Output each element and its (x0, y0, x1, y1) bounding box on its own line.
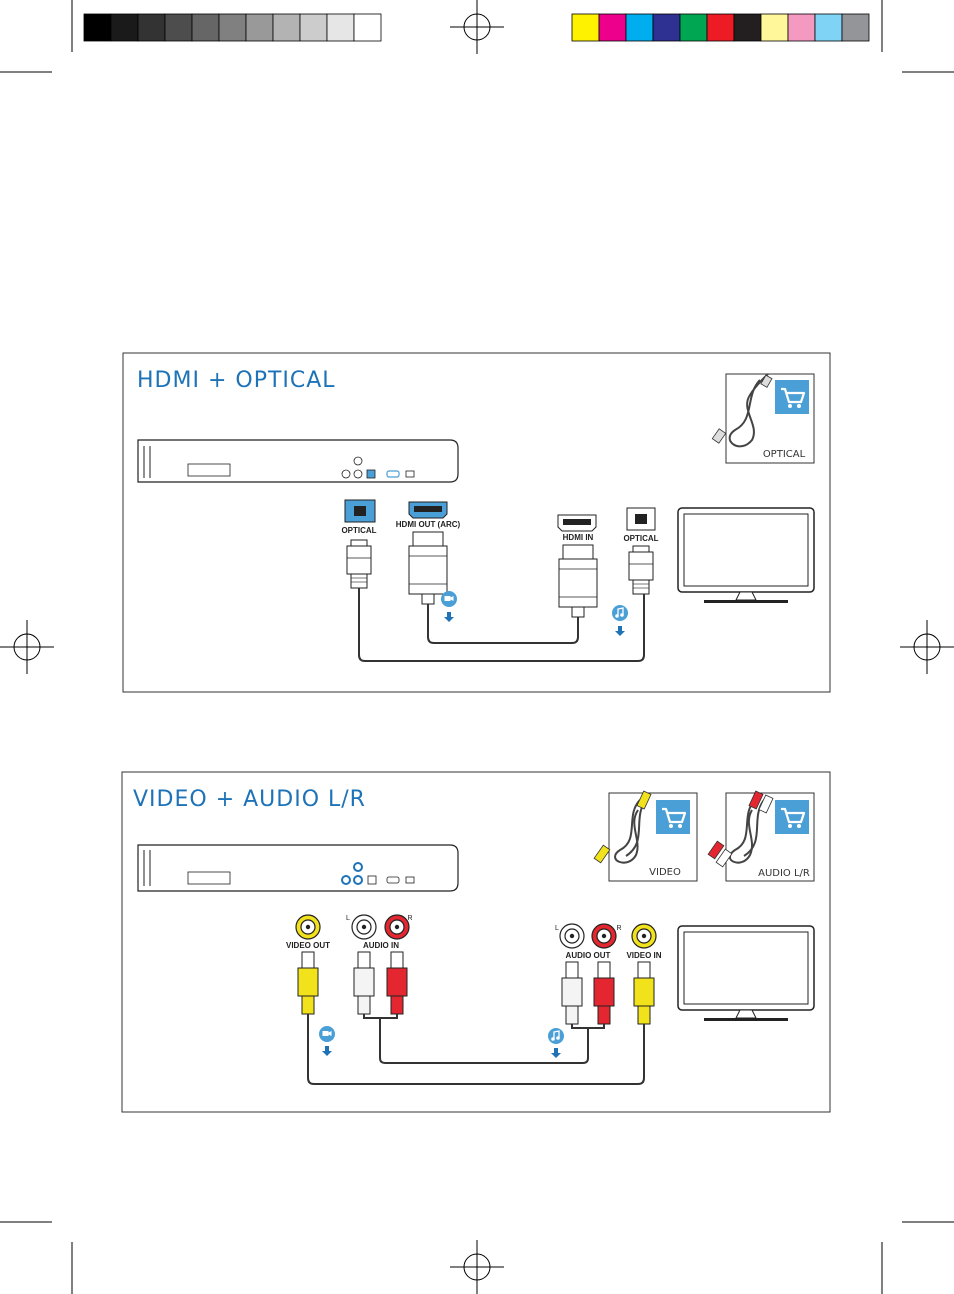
right-label: R (407, 915, 412, 922)
kit-label: OPTICAL (763, 449, 806, 460)
player-back-panel (137, 439, 459, 483)
color-swatch (625, 13, 654, 42)
left-label: L (346, 915, 350, 922)
color-swatch (164, 13, 193, 42)
tv-hdmi-port: HDMI IN (557, 514, 598, 618)
kit-optical: OPTICAL (711, 373, 815, 464)
color-swatch (245, 13, 274, 42)
section-video-audio: VIDEO + AUDIO L/R VIDEO AUDIO L/R (121, 771, 831, 1113)
kit-audio: AUDIO L/R (707, 790, 815, 882)
section-hdmi-optical: HDMI + OPTICAL OPTICAL OPT (122, 352, 831, 693)
port-label: OPTICAL (341, 526, 376, 535)
cables (358, 588, 645, 662)
color-swatch (326, 13, 355, 42)
section-title: VIDEO + AUDIO L/R (133, 787, 366, 812)
color-swatch (679, 13, 708, 42)
color-swatch (353, 13, 382, 42)
section-title: HDMI + OPTICAL (137, 368, 336, 393)
player-audio-in-port: L R AUDIO IN (346, 914, 413, 950)
video-icon (441, 591, 457, 607)
tv (677, 507, 815, 603)
registration-mark-icon (0, 619, 55, 675)
color-swatch (299, 13, 328, 42)
color-swatch (841, 13, 870, 42)
color-swatch (272, 13, 301, 42)
kit-label: AUDIO L/R (758, 868, 810, 879)
color-swatch (760, 13, 789, 42)
video-icon (319, 1026, 335, 1042)
color-swatch (191, 13, 220, 42)
color-swatch-strip (571, 13, 870, 42)
color-swatch (137, 13, 166, 42)
color-swatch (218, 13, 247, 42)
music-note-icon (547, 1027, 565, 1045)
tv-video-in-port: VIDEO IN (626, 923, 662, 960)
port-label: AUDIO IN (363, 941, 399, 950)
port-label: VIDEO OUT (286, 941, 330, 950)
gray-swatch-strip (83, 13, 382, 42)
port-label: AUDIO OUT (566, 951, 611, 960)
cables (307, 1014, 645, 1085)
rca-plugs-tv (561, 961, 655, 1025)
port-label: HDMI OUT (ARC) (396, 520, 461, 529)
color-swatch (83, 13, 112, 42)
kit-video: VIDEO (593, 790, 698, 882)
player-hdmi-port: HDMI OUT (ARC) (396, 501, 461, 605)
color-swatch (652, 13, 681, 42)
color-swatch (110, 13, 139, 42)
registration-mark-icon (449, 0, 505, 55)
rca-plugs-player (297, 951, 408, 1015)
cart-icon (654, 798, 692, 836)
right-label: R (616, 925, 621, 932)
cart-icon (773, 378, 811, 416)
tv (677, 925, 815, 1021)
color-swatch (598, 13, 627, 42)
cart-icon (773, 798, 811, 836)
color-swatch (733, 13, 762, 42)
port-label: OPTICAL (623, 534, 658, 543)
color-swatch (706, 13, 735, 42)
tv-optical-port: OPTICAL (623, 507, 659, 595)
color-swatch (571, 13, 600, 42)
color-swatch (787, 13, 816, 42)
music-note-icon (611, 604, 629, 622)
registration-mark-icon (449, 1239, 505, 1294)
left-label: L (555, 925, 559, 932)
player-video-out-port: VIDEO OUT (286, 914, 330, 950)
player-optical-port: OPTICAL (341, 499, 377, 589)
port-label: HDMI IN (563, 533, 594, 542)
registration-mark-icon (899, 619, 954, 675)
port-label: VIDEO IN (626, 951, 661, 960)
tv-audio-out-port: L R AUDIO OUT (555, 923, 622, 960)
player-back-panel (137, 844, 459, 892)
color-swatch (814, 13, 843, 42)
kit-label: VIDEO (649, 867, 681, 878)
